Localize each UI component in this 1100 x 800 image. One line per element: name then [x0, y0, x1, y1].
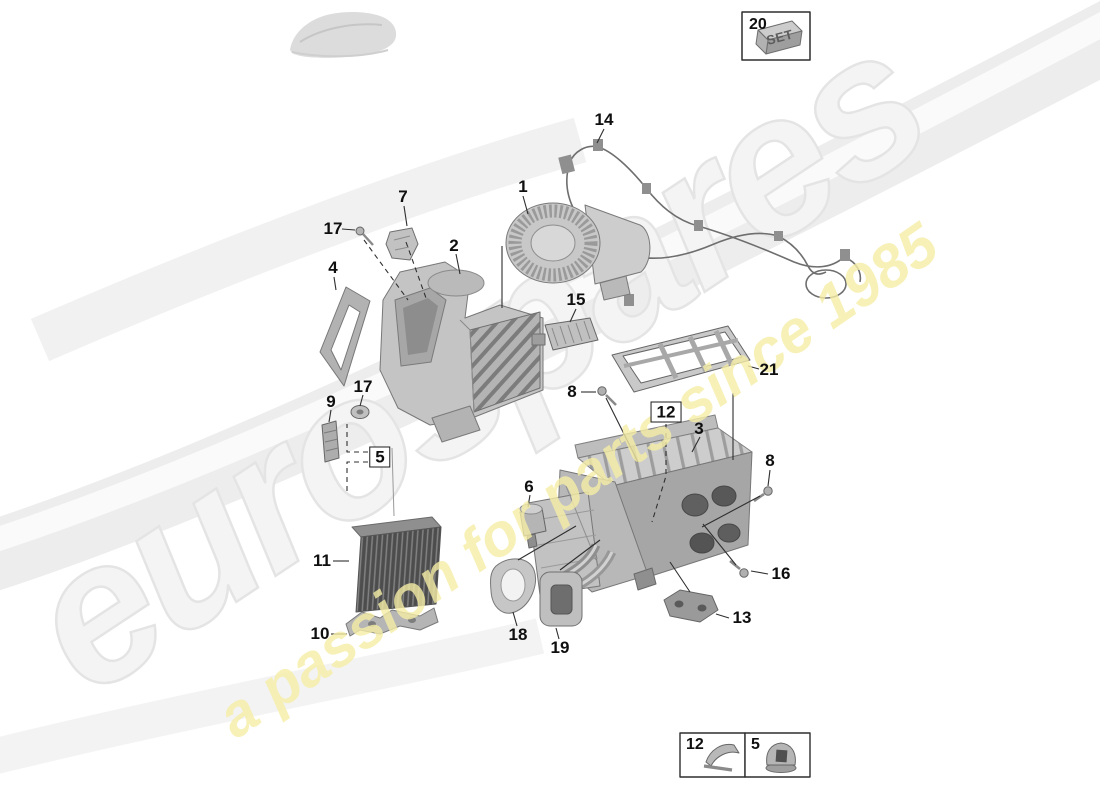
callout-8: 8 — [765, 451, 775, 470]
callout-13: 13 — [732, 608, 752, 627]
seal-19 — [539, 571, 583, 627]
gasket-4 — [319, 286, 371, 387]
callout-12: 12 — [650, 401, 682, 423]
callout-8: 8 — [567, 382, 577, 401]
callout-17: 17 — [353, 377, 373, 396]
screw-8-right — [753, 486, 773, 503]
car-silhouette — [290, 12, 397, 58]
callout-14: 14 — [594, 110, 614, 129]
set-kit-box: SET — [741, 11, 811, 61]
callout-9: 9 — [326, 392, 336, 411]
callout-4: 4 — [328, 258, 338, 277]
callout-15: 15 — [566, 290, 586, 309]
callout-1: 1 — [518, 177, 528, 196]
legend-table — [679, 732, 811, 778]
blower-regulator-15 — [531, 317, 599, 351]
set-box-label: 20 — [749, 16, 767, 33]
sensor-6 — [519, 503, 547, 549]
callout-5: 5 — [369, 446, 391, 468]
callout-7: 7 — [398, 187, 408, 206]
screw-16 — [729, 559, 749, 578]
clip-9 — [321, 420, 340, 463]
gasket-frame-21 — [611, 325, 751, 393]
legend-clip-glyph — [703, 743, 740, 772]
grommet-17-lower — [350, 405, 370, 419]
bracket-13 — [663, 589, 719, 623]
callout-6: 6 — [524, 477, 534, 496]
callout-19: 19 — [550, 638, 570, 657]
callout-21: 21 — [759, 360, 779, 379]
screw-17-upper — [355, 226, 374, 246]
legend-nut-glyph — [765, 742, 797, 773]
screw-8-left — [597, 386, 617, 406]
callout-10: 10 — [310, 624, 330, 643]
resistor-module-7 — [385, 227, 419, 261]
callout-17: 17 — [323, 219, 343, 238]
callout-11: 11 — [313, 551, 331, 570]
blower-housing-2 — [379, 261, 544, 443]
set-block-text: SET — [765, 26, 795, 47]
callout-18: 18 — [508, 625, 528, 644]
leader-lines — [328, 128, 771, 640]
mounting-rail-10 — [345, 607, 439, 637]
legend-label-12: 12 — [686, 736, 704, 753]
blower-motor-1 — [505, 202, 651, 301]
callout-2: 2 — [449, 236, 459, 255]
callout-3: 3 — [694, 419, 704, 438]
callout-16: 16 — [771, 564, 791, 583]
seal-18 — [490, 558, 536, 614]
evaporator-11 — [351, 447, 442, 626]
legend-label-5: 5 — [751, 736, 760, 753]
